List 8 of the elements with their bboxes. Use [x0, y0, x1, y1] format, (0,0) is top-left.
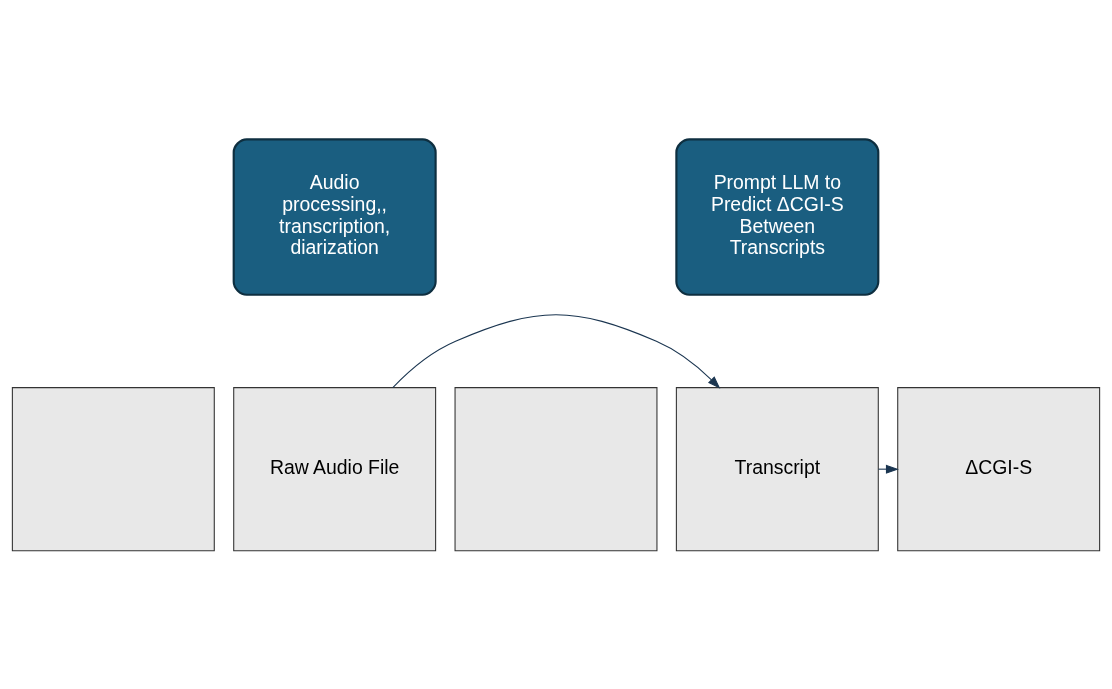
arrow	[392, 313, 721, 389]
node-box: Raw Audio File	[233, 386, 437, 551]
node-box	[454, 386, 658, 551]
node-box	[11, 386, 215, 551]
node-box: Audio processing,, transcription, diarization	[232, 137, 437, 296]
node-box: Transcript	[675, 386, 879, 551]
node-box: ΔCGI-S	[897, 386, 1101, 551]
node-box: Prompt LLM to Predict ΔCGI-S Between Transcripts	[675, 137, 880, 296]
